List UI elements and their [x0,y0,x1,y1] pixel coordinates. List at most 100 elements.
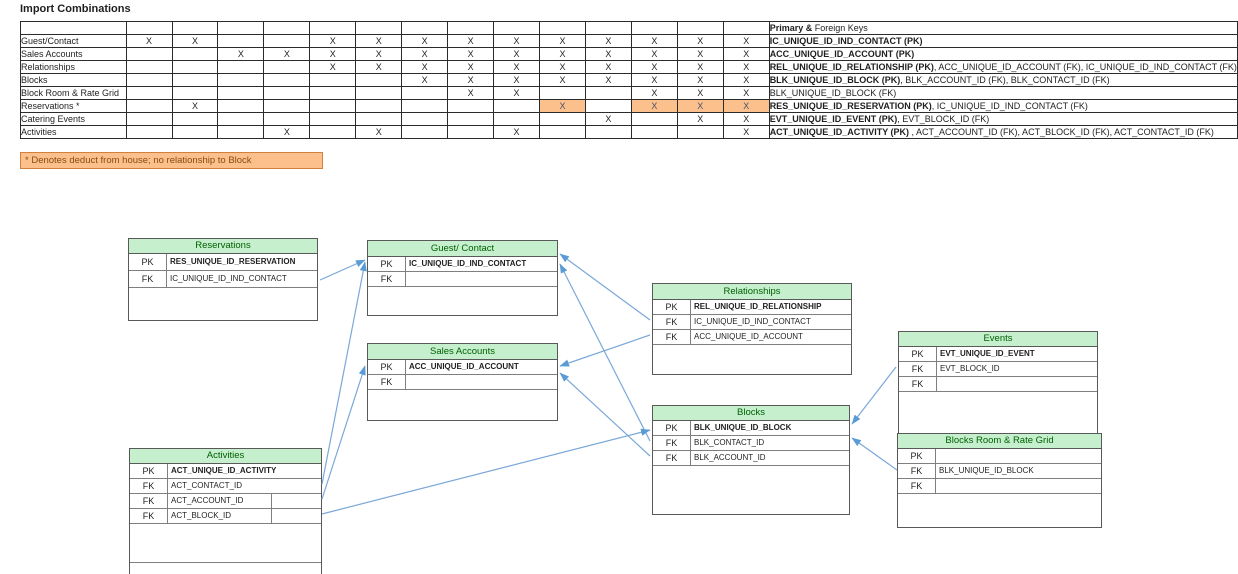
row-label-cell[interactable]: Block Room & Rate Grid [20,86,127,100]
row-label-cell[interactable]: Blocks [20,73,127,87]
matrix-cell[interactable]: X [584,112,632,126]
row-label-cell[interactable]: Relationships [20,60,127,74]
matrix-cell[interactable] [217,60,265,74]
matrix-cell[interactable]: X [584,60,632,74]
matrix-cell[interactable]: X [722,125,770,139]
matrix-cell[interactable] [125,99,173,113]
matrix-cell[interactable]: X [355,47,403,61]
matrix-cell[interactable] [355,99,403,113]
matrix-cell[interactable]: X [630,73,678,87]
matrix-cell[interactable]: X [171,34,219,48]
matrix-cell[interactable] [401,112,449,126]
matrix-cell[interactable] [309,112,357,126]
connector-arrow-activities-act-contact-id[interactable] [321,261,367,485]
matrix-cell[interactable]: X [722,47,770,61]
matrix-cell[interactable] [125,60,173,74]
matrix-cell[interactable]: X [493,73,540,87]
key-cell[interactable]: BLK_UNIQUE_ID_BLOCK (PK), BLK_ACCOUNT_ID… [768,73,1238,87]
matrix-cell[interactable]: X [722,112,770,126]
matrix-cell[interactable]: X [355,34,403,48]
matrix-cell[interactable]: X [401,60,449,74]
matrix-cell[interactable] [630,112,678,126]
connector-arrow-blocks-room-rate-grid-blk-unique-id-block[interactable] [851,437,898,471]
matrix-cell[interactable] [171,125,219,139]
matrix-cell[interactable]: X [493,47,540,61]
matrix-cell[interactable] [539,125,586,139]
matrix-cell[interactable]: X [584,73,632,87]
matrix-cell[interactable]: X [584,34,632,48]
matrix-cell[interactable] [355,112,403,126]
connector-arrow-activities-act-block-id[interactable] [321,428,651,515]
matrix-cell[interactable] [584,86,632,100]
matrix-cell[interactable]: X [447,86,495,100]
matrix-cell[interactable] [355,73,403,87]
matrix-cell[interactable]: X [676,60,724,74]
matrix-cell[interactable] [263,86,311,100]
matrix-cell[interactable] [493,112,540,126]
matrix-cell[interactable] [630,125,678,139]
matrix-cell[interactable]: X [630,86,678,100]
row-label-cell[interactable]: Reservations * [20,99,127,113]
matrix-cell[interactable]: X [447,47,495,61]
matrix-cell[interactable]: X [676,47,724,61]
matrix-cell[interactable]: X [539,34,586,48]
matrix-cell[interactable] [539,112,586,126]
key-cell[interactable]: ACC_UNIQUE_ID_ACCOUNT (PK) [768,47,1238,61]
matrix-cell[interactable]: X [676,99,724,113]
matrix-cell[interactable] [355,86,403,100]
matrix-cell[interactable] [447,125,495,139]
matrix-cell[interactable]: X [493,60,540,74]
connector-arrow-relationships-acc-unique-id-account[interactable] [559,334,651,367]
matrix-cell[interactable]: X [263,47,311,61]
matrix-cell[interactable]: X [722,99,770,113]
matrix-cell[interactable]: X [676,34,724,48]
matrix-cell[interactable] [263,99,311,113]
matrix-cell[interactable] [263,34,311,48]
matrix-cell[interactable]: X [584,47,632,61]
matrix-cell[interactable] [217,73,265,87]
connector-arrow-relationships-ic-unique-id-ind-contact[interactable] [559,253,651,321]
matrix-cell[interactable]: X [630,34,678,48]
matrix-cell[interactable]: X [630,47,678,61]
matrix-cell[interactable] [217,125,265,139]
matrix-cell[interactable]: X [493,125,540,139]
matrix-cell[interactable] [493,99,540,113]
matrix-cell[interactable] [309,99,357,113]
matrix-cell[interactable] [309,73,357,87]
matrix-cell[interactable] [447,99,495,113]
matrix-cell[interactable] [584,125,632,139]
matrix-cell[interactable]: X [493,34,540,48]
matrix-cell[interactable]: X [355,60,403,74]
matrix-cell[interactable] [125,86,173,100]
matrix-cell[interactable] [125,47,173,61]
key-cell[interactable]: RES_UNIQUE_ID_RESERVATION (PK), IC_UNIQU… [768,99,1238,113]
connector-arrow-events-evt-block-id[interactable] [851,366,897,425]
matrix-cell[interactable]: X [630,99,678,113]
matrix-cell[interactable]: X [539,60,586,74]
matrix-cell[interactable] [125,125,173,139]
row-label-cell[interactable]: Activities [20,125,127,139]
matrix-cell[interactable]: X [676,112,724,126]
matrix-cell[interactable]: X [493,86,540,100]
matrix-cell[interactable] [171,86,219,100]
matrix-cell[interactable]: X [171,99,219,113]
row-label-cell[interactable]: Catering Events [20,112,127,126]
matrix-cell[interactable] [171,60,219,74]
matrix-cell[interactable]: X [447,60,495,74]
matrix-cell[interactable]: X [263,125,311,139]
matrix-cell[interactable]: X [401,73,449,87]
matrix-cell[interactable]: X [722,73,770,87]
key-cell[interactable]: ACT_UNIQUE_ID_ACTIVITY (PK) , ACT_ACCOUN… [768,125,1238,139]
matrix-cell[interactable]: X [217,47,265,61]
deduct-from-house-note[interactable]: * Denotes deduct from house; no relation… [20,152,323,169]
matrix-cell[interactable] [171,112,219,126]
key-cell[interactable]: REL_UNIQUE_ID_RELATIONSHIP (PK), ACC_UNI… [768,60,1238,74]
matrix-cell[interactable]: X [676,73,724,87]
matrix-cell[interactable] [217,34,265,48]
key-cell[interactable]: EVT_UNIQUE_ID_EVENT (PK), EVT_BLOCK_ID (… [768,112,1238,126]
primary-foreign-keys-header[interactable]: Primary & Foreign Keys [768,21,1238,35]
